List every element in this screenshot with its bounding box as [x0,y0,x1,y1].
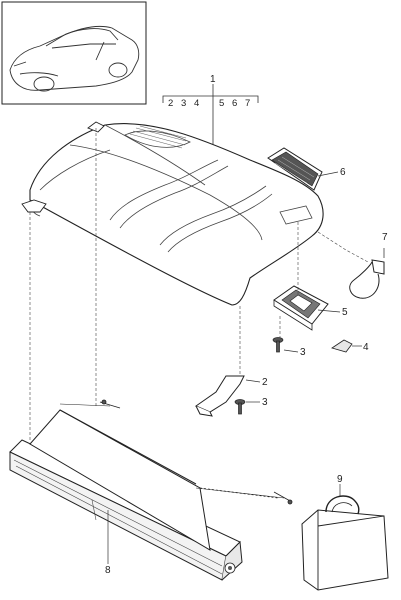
callout-1-bracket [162,84,259,150]
callout-2-leader [245,379,261,383]
callout-3-upper: 3 [300,347,306,358]
vehicle-thumbnail [1,1,147,105]
bracket-ref-6: 6 [232,98,237,109]
callout-6-leader [317,171,339,177]
panel-surface-lines [29,124,313,253]
callout-5-leader [317,309,341,313]
bracket-ref-4: 4 [194,98,199,109]
trunk-trim-panel [29,123,324,306]
callout-6: 6 [340,167,346,178]
callout-9: 9 [337,474,343,485]
bracket-ref-7: 7 [245,98,250,109]
storage-bag [301,495,389,591]
assembly-guide-lines [29,128,369,440]
bezel-frame [273,285,329,331]
callout-7: 7 [382,232,388,243]
cable-lamp [349,248,385,299]
bracket-ref-2: 2 [168,98,173,109]
screw-lower [234,399,246,415]
callout-2: 2 [262,377,268,388]
bracket-ref-5: 5 [219,98,224,109]
callout-5: 5 [342,307,348,318]
blind-pull-rod [99,399,293,505]
screw-upper [272,337,284,353]
callout-3a-leader [283,349,299,353]
callout-3-lower: 3 [262,397,268,408]
panel-clip-left [21,199,47,213]
cap-nut [331,339,353,353]
callout-8: 8 [105,565,111,576]
mounting-bracket [194,375,245,417]
callout-1: 1 [210,74,216,85]
bracket-ref-3: 3 [181,98,186,109]
panel-grille [129,125,187,149]
cover-pad [267,147,323,191]
callout-4: 4 [363,342,369,353]
panel-clip-top [87,121,105,133]
